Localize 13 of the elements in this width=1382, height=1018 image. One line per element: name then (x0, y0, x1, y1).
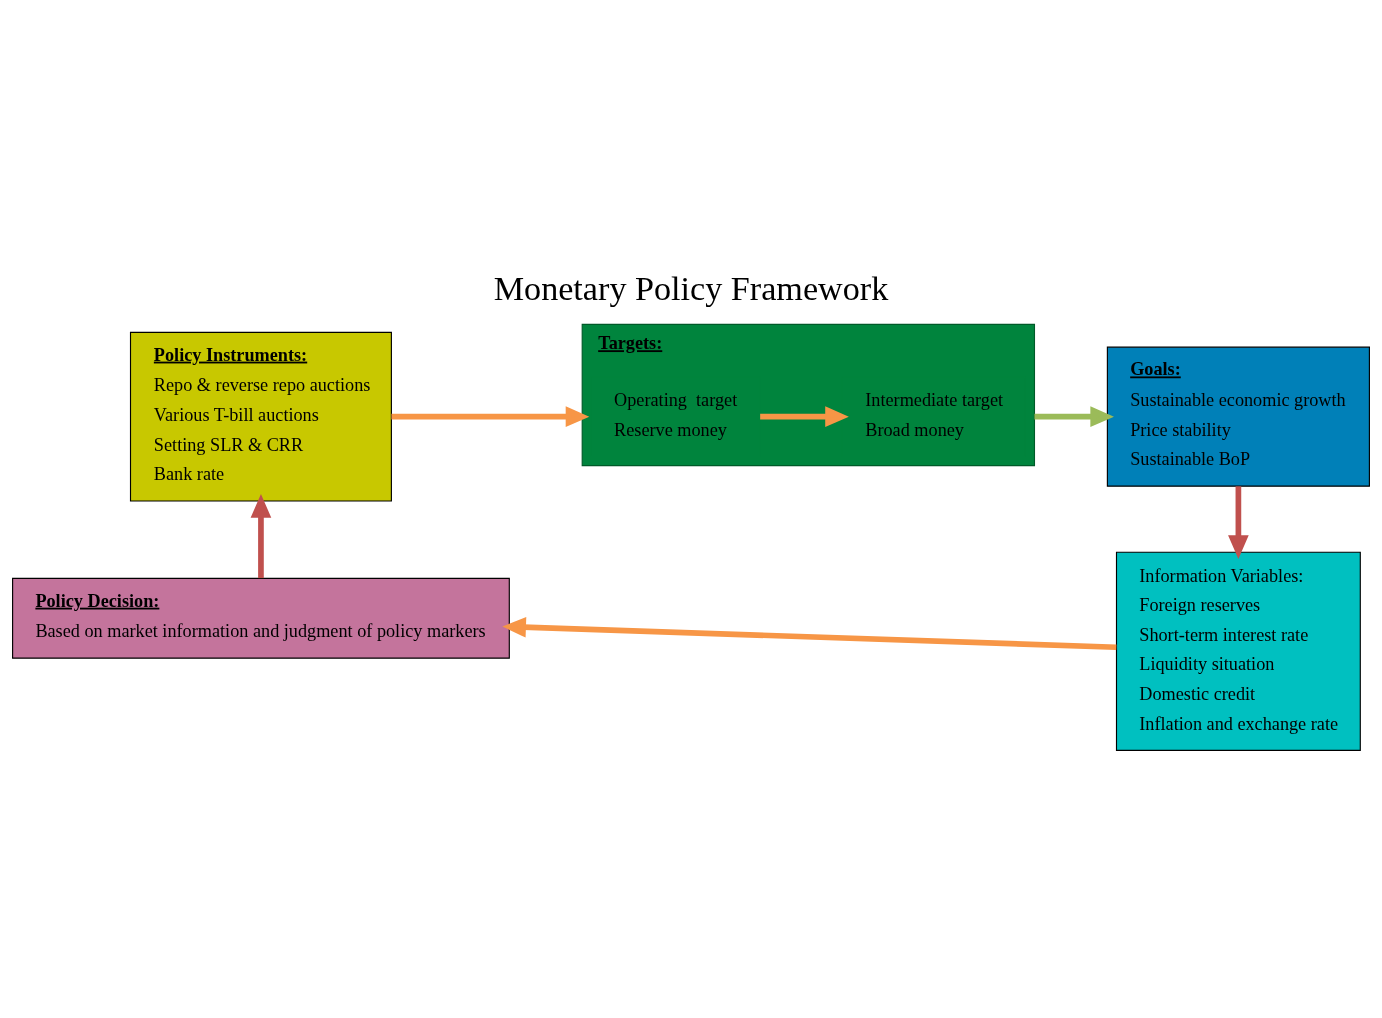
arrow (760, 405, 849, 427)
arrow (391, 405, 590, 427)
arrow (502, 616, 1117, 650)
node-box: Goals: Sustainable economic growth Price stability Sustainable BoP (1106, 346, 1370, 487)
node-box: Policy Decision: Based on market information and judgment of policy markers (12, 577, 510, 659)
arrow (1034, 405, 1114, 427)
node-box: Policy Instruments: Repo & reverse repo auctions Various T-bill auctions Setting SLR & CRR Bank rate (129, 331, 392, 502)
arrow (250, 493, 272, 578)
node-text: Operating target Reserve money (614, 389, 738, 440)
node-box: Information Variables: Foreign reserves Short-term interest rate Liquidity situation Domestic credit Inflation and exchange rate (1115, 551, 1361, 751)
arrow (1228, 485, 1249, 559)
diagram-title: Monetary Policy Framework (493, 269, 889, 307)
node-text: Intermediate target Broad money (865, 389, 1004, 440)
